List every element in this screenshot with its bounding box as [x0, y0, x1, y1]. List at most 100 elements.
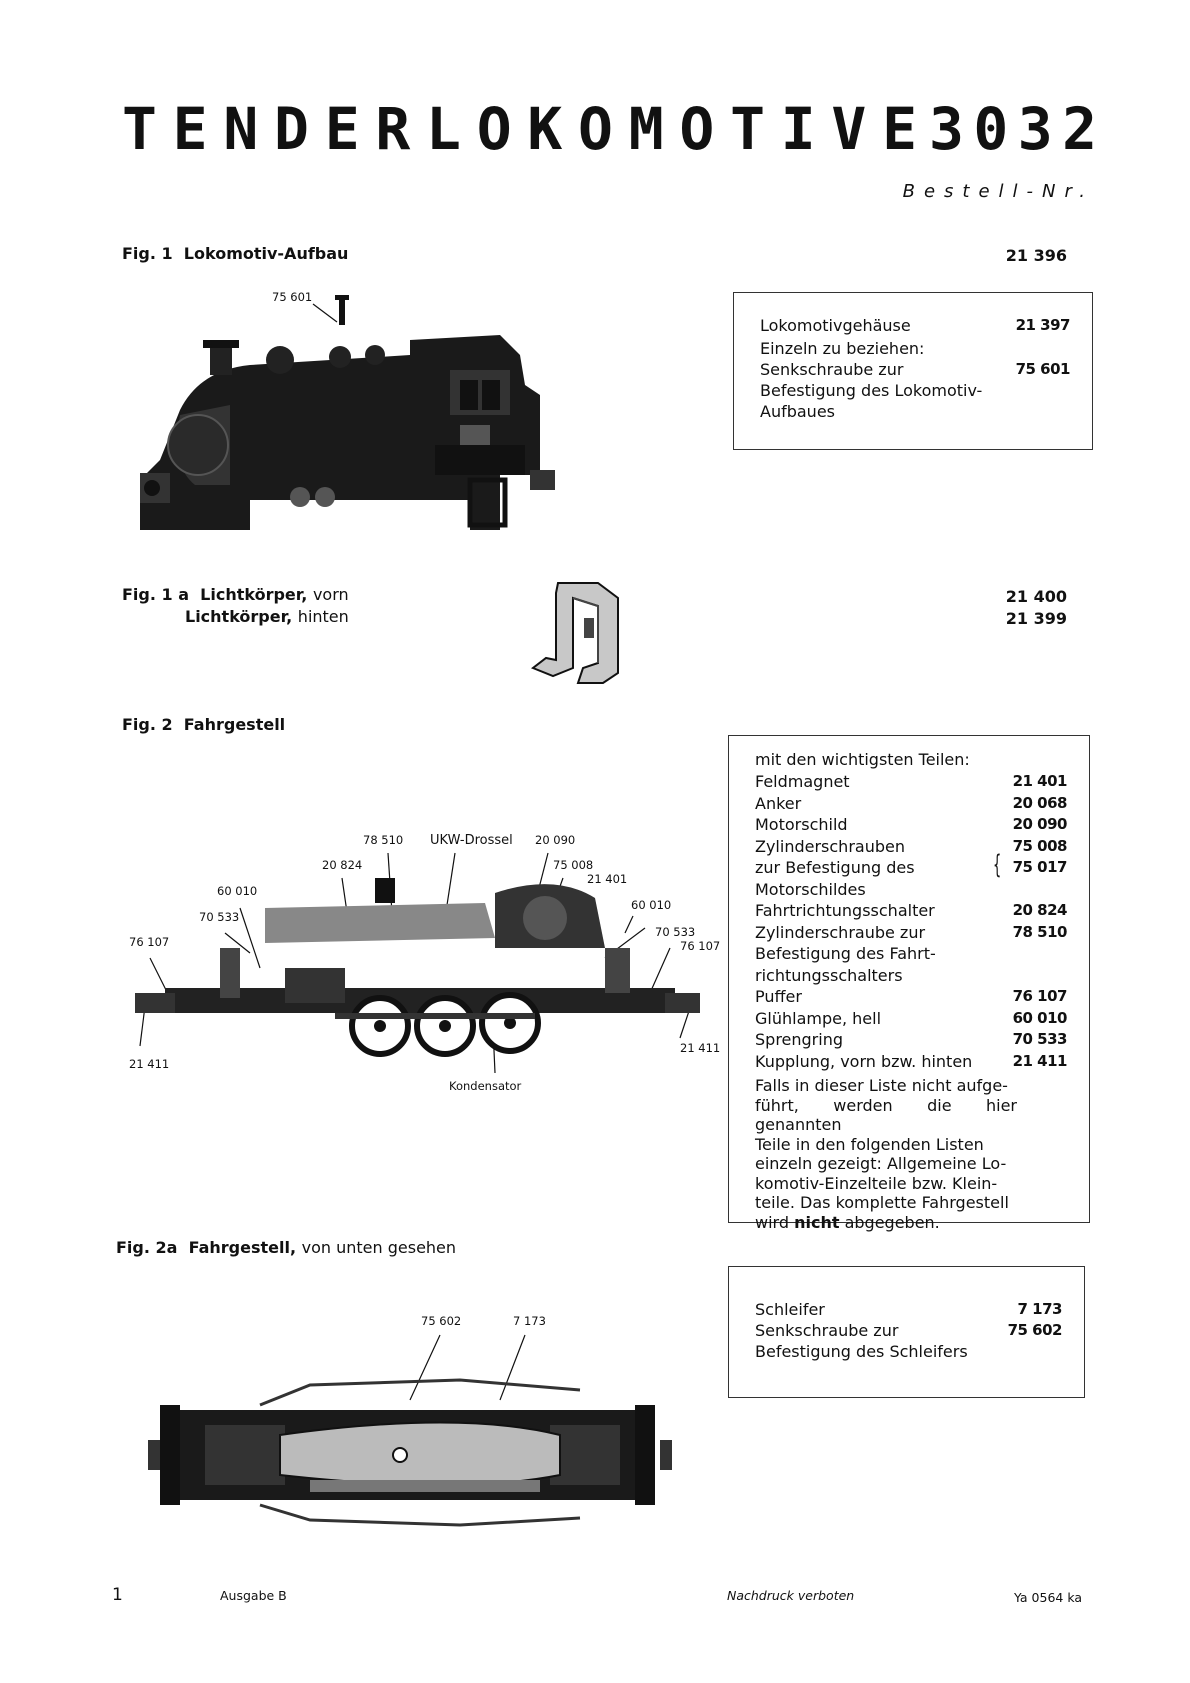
- part-label: Feldmagnet: [755, 772, 850, 791]
- callout-20090: 20 090: [535, 833, 576, 847]
- callout-kondensator: Kondensator: [449, 1079, 522, 1093]
- part-number: 20 824: [1012, 901, 1068, 919]
- part-number: 75 008: [1012, 836, 1068, 855]
- footer-page-number: 1: [112, 1585, 123, 1605]
- parts-list-row: Zylinderschrauben 75 008: [755, 836, 1068, 857]
- fig1-parts-box: Lokomotivgehäuse 21 397 Einzeln zu bezie…: [733, 292, 1093, 450]
- parts-list-row: Fahrtrichtungsschalter 20 824: [755, 900, 1068, 921]
- fig1-number: 21 396: [1005, 246, 1067, 265]
- parts-list-row: Feldmagnet 21 401: [755, 771, 1068, 792]
- fig1-row-2: Einzeln zu beziehen:: [760, 339, 925, 358]
- chassis-underside-illustration: [148, 1334, 672, 1527]
- callout-76107-right: 76 107: [680, 939, 721, 953]
- fig1-label: Fig. 1: [122, 244, 173, 263]
- fig1a-label: Fig. 1 a: [122, 585, 190, 604]
- part-number: 20 068: [1012, 793, 1068, 812]
- title-letter: O: [679, 95, 715, 163]
- part-number: 78 510: [1012, 922, 1068, 941]
- title-letter: T: [730, 95, 765, 163]
- fig1-row-4: Befestigung des Lokomotiv-: [760, 381, 983, 400]
- light-body-illustration: [530, 582, 619, 684]
- order-number-label: Bestell-Nr.: [902, 181, 1094, 202]
- fig2a-heading: Fig. 2a Fahrgestell, von unten gesehen: [116, 1238, 457, 1257]
- fig2-parts-box: mit den wichtigsten Teilen: Feldmagnet 21…: [728, 735, 1090, 1232]
- fig2-note: Falls in dieser Liste nicht aufge- führt…: [755, 1076, 1017, 1232]
- title-letter: E: [324, 95, 360, 163]
- fig2-box-intro: mit den wichtigsten Teilen:: [755, 750, 970, 769]
- callout-60010-right: 60 010: [631, 898, 672, 912]
- fig1a-number-1: 21 400: [1005, 587, 1067, 606]
- callout-76107-left: 76 107: [129, 935, 170, 949]
- parts-list-row: Kupplung, vorn bzw. hinten 21 411: [755, 1051, 1068, 1072]
- fig1-row-1: Lokomotivgehäuse 21 397: [760, 316, 1071, 335]
- fig1-title: Lokomotiv-Aufbau: [183, 244, 349, 263]
- footer-notice: Nachdruck verboten: [727, 1588, 855, 1603]
- parts-list-row: Befestigung des Fahrt-: [755, 943, 1067, 964]
- part-number: 21 411: [1012, 1051, 1068, 1070]
- part-number: 60 010: [1012, 1008, 1068, 1027]
- fig1a-heading: Fig. 1 a Lichtkörper, vorn: [122, 585, 349, 604]
- part-label: Kupplung, vorn bzw. hinten: [755, 1051, 973, 1071]
- part-number: 21 401: [1012, 772, 1068, 790]
- title-letter: E: [172, 95, 208, 163]
- fig2a-label: Fig. 2a: [116, 1238, 178, 1257]
- part-label: Motorschild: [755, 815, 848, 834]
- fig1-row-3: Senkschraube zur 75 601: [760, 360, 1071, 379]
- callout-60010-left: 60 010: [217, 884, 258, 898]
- callout-70533-left: 70 533: [199, 910, 240, 924]
- fig1a-line-2: Lichtkörper, hinten: [185, 607, 349, 626]
- fig2a-callout-7173: 7 173: [513, 1314, 546, 1328]
- fig1-row-5: Aufbaues: [760, 402, 835, 421]
- fig2a-row-3: Befestigung des Schleifers: [755, 1342, 968, 1361]
- fig1-callout-screw: 75 601: [272, 290, 313, 304]
- title-letter: M: [628, 95, 664, 163]
- fig1a-number-2: 21 399: [1005, 609, 1067, 628]
- title-letter: O: [476, 95, 512, 163]
- fig2a-callout-75602: 75 602: [421, 1314, 462, 1328]
- title-letter: 3: [1017, 95, 1053, 163]
- part-label: Fahrtrichtungsschalter: [755, 901, 935, 920]
- part-number: 70 533: [1012, 1030, 1068, 1048]
- parts-list-row: Motorschildes: [755, 879, 1067, 900]
- fig2a-parts-box: Schleifer 7 173 Senkschraube zur 75 602 …: [728, 1266, 1085, 1398]
- parts-list-row: richtungsschalters: [755, 965, 1067, 986]
- part-label: Sprengring: [755, 1030, 843, 1049]
- title-letter: 2: [1062, 95, 1097, 163]
- fig2-screw-brace: {: [993, 850, 1002, 880]
- title-letter: R: [375, 95, 411, 163]
- parts-list-row: Sprengring 70 533: [755, 1029, 1068, 1050]
- part-label: Puffer: [755, 987, 802, 1006]
- callout-20824: 20 824: [322, 858, 363, 872]
- fig2-heading: Fig. 2 Fahrgestell: [122, 715, 285, 734]
- part-label: Zylinderschrauben: [755, 836, 905, 856]
- title-letter: K: [527, 95, 563, 163]
- fig2-label: Fig. 2: [122, 715, 173, 734]
- title-letter: 3: [929, 95, 964, 163]
- title-letter: O: [578, 95, 613, 163]
- callout-75008: 75 008: [553, 858, 594, 872]
- parts-list-row: Motorschild 20 090: [755, 814, 1068, 835]
- callout-21401: 21 401: [587, 872, 628, 886]
- callout-21411-left: 21 411: [129, 1057, 170, 1071]
- fig2-title: Fahrgestell: [183, 715, 286, 734]
- part-number: 20 090: [1012, 815, 1068, 833]
- title-letter: I: [780, 95, 816, 163]
- fig1-heading: Fig. 1 Lokomotiv-Aufbau: [122, 244, 348, 263]
- locomotive-body-illustration: [140, 295, 555, 530]
- part-number: 75 017: [1012, 858, 1068, 876]
- part-label: Befestigung des Fahrt-: [755, 944, 936, 963]
- callout-70533-right: 70 533: [655, 925, 696, 939]
- title-letter: D: [274, 95, 309, 163]
- fig2a-title: Fahrgestell,: [188, 1238, 297, 1257]
- fig2a-row-1: Schleifer 7 173: [755, 1300, 1063, 1319]
- title-letter: V: [831, 95, 867, 163]
- footer-code: Ya 0564 ka: [1014, 1590, 1083, 1605]
